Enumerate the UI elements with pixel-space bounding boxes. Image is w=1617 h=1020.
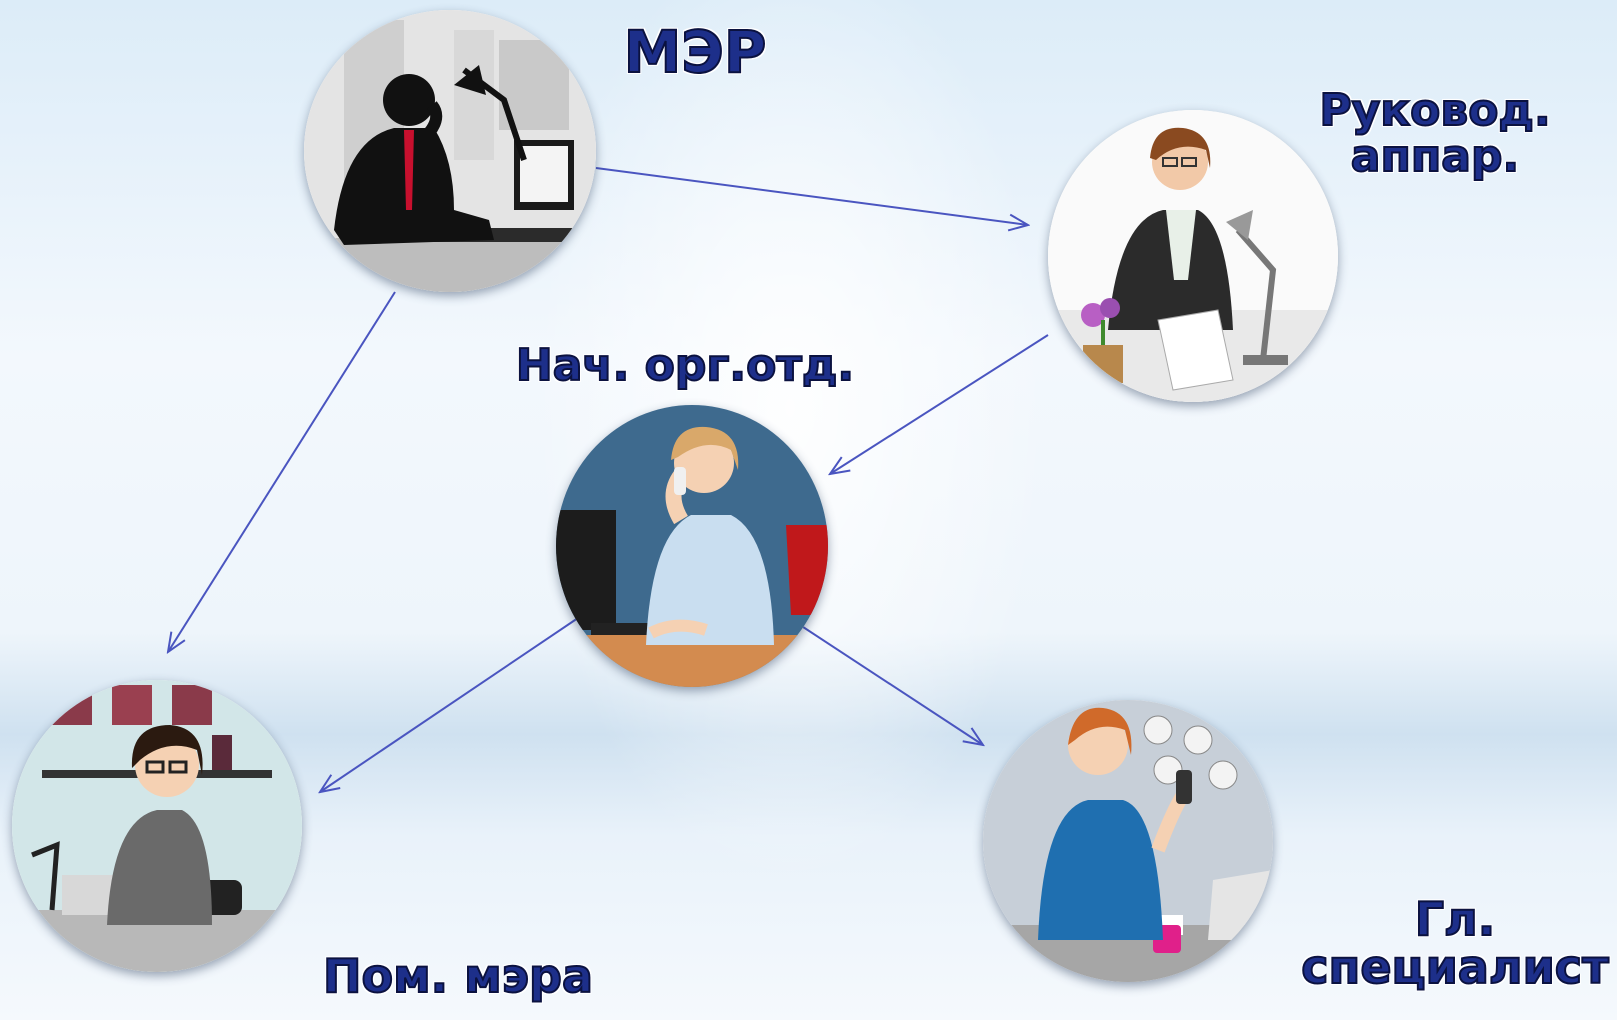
chief-specialist-label-line1: Гл. (1414, 892, 1496, 946)
arrow-org-dept-to-assistant (320, 617, 579, 792)
woman-at-computer-icon (556, 405, 828, 687)
assistant-mayor-portrait (12, 680, 302, 972)
man-at-computer-icon (304, 10, 596, 292)
woman-with-phone-icon (983, 700, 1273, 982)
head-apparatus-label-line2: аппар. (1350, 131, 1520, 183)
head-apparatus-portrait (1048, 110, 1338, 402)
assistant-mayor-label: Пом. мэра (322, 949, 594, 1003)
woman-at-desk-icon (12, 680, 302, 972)
head-org-dept-label: Нач. орг.отд. (515, 340, 855, 391)
chief-specialist-label: Гл. специалист (1300, 892, 1610, 995)
mayor-portrait (304, 10, 596, 292)
head-apparatus-label-line1: Руковод. (1318, 85, 1551, 136)
chief-specialist-label-line2: специалист (1300, 940, 1609, 995)
arrow-head-apparatus-to-org-dept (830, 334, 1049, 474)
head-apparatus-label: Руковод. аппар. (1305, 85, 1565, 183)
arrow-mayor-to-head-apparatus (595, 167, 1028, 225)
chief-specialist-portrait (983, 700, 1273, 982)
arrow-org-dept-to-specialist (799, 624, 983, 745)
woman-on-phone-icon (1048, 110, 1338, 402)
head-org-dept-portrait (556, 405, 828, 687)
mayor-label: МЭР (623, 18, 768, 86)
arrow-mayor-to-assistant (168, 291, 396, 652)
